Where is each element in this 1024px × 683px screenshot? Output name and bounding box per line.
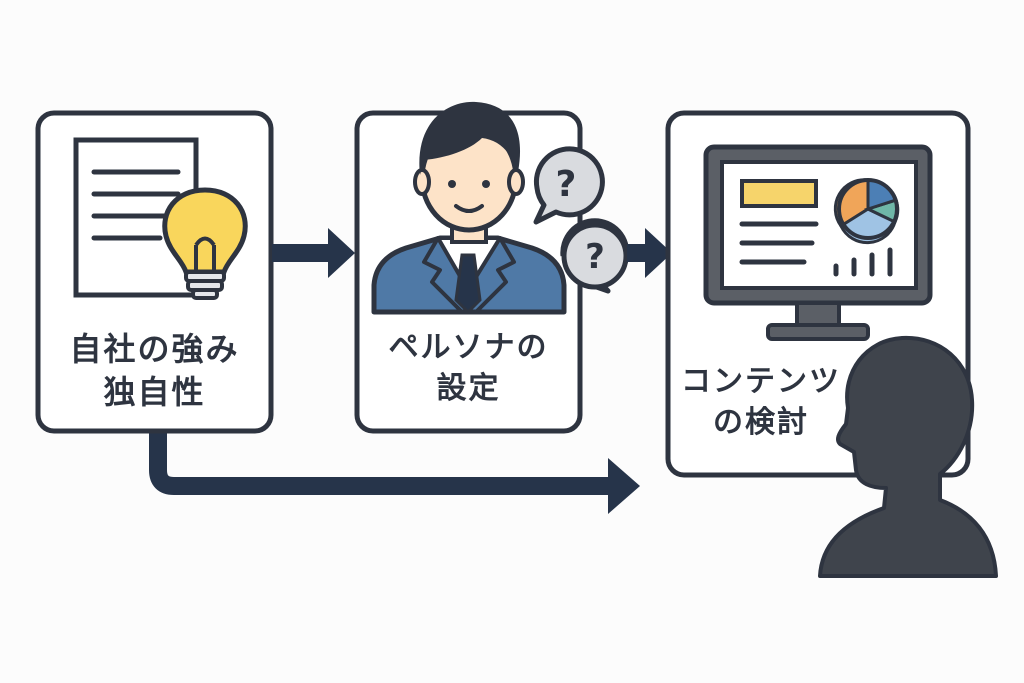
lightbulb-icon [162,187,248,300]
label-strengths: 自社の強み 独自性 [38,328,271,414]
question-bubble-icon-2: ? [560,218,630,294]
svg-text:?: ? [585,237,605,277]
document-icon [73,137,199,298]
label-persona-line-2: 設定 [436,370,501,406]
label-content-line-2: の検討 [713,404,809,440]
label-strengths-line-1: 自社の強み [69,330,240,368]
label-strengths-line-2: 独自性 [103,373,206,412]
arrow-1 [272,228,355,278]
arrow-2 [627,228,672,278]
label-persona: ペルソナの 設定 [357,328,580,409]
bypass-arrow [149,432,640,514]
question-bubble-icon: ? [533,146,605,225]
svg-text:?: ? [556,164,577,205]
label-content: コンテンツ の検討 [676,362,846,443]
person-silhouette-icon [818,335,998,578]
label-content-line-1: コンテンツ [681,364,841,399]
businessman-icon [371,101,567,315]
label-persona-line-1: ペルソナの [388,330,549,365]
pie-chart-icon [833,178,900,245]
